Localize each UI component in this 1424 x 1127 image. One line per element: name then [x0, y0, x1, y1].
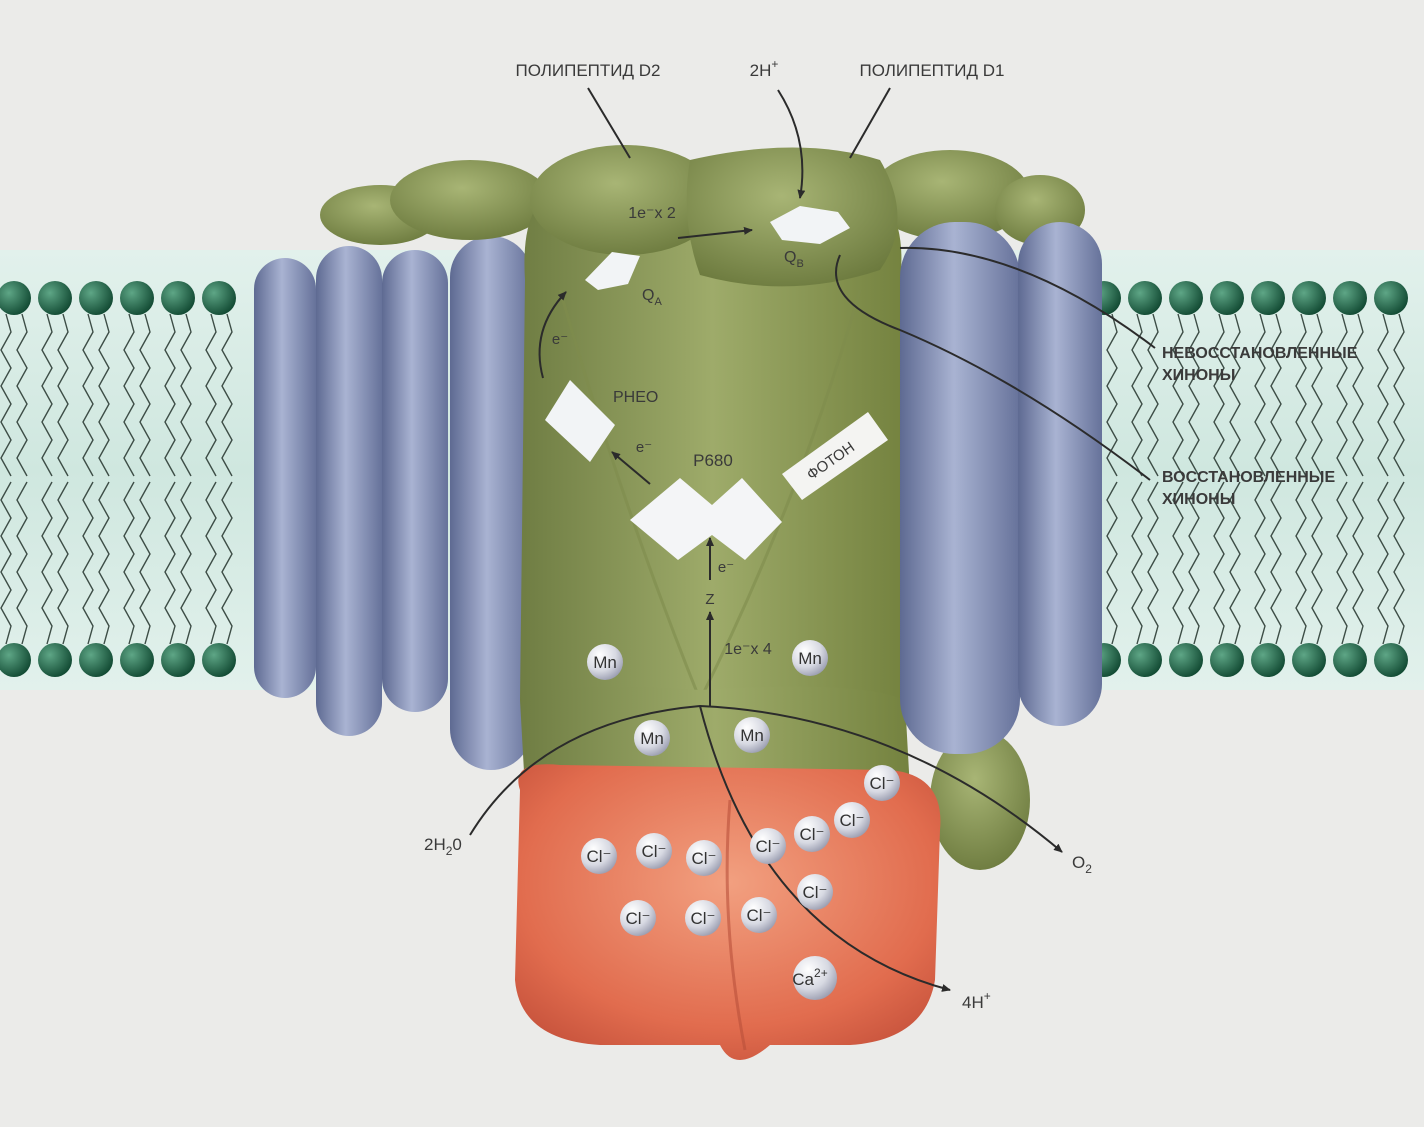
label-e-minus-mid: e⁻ [636, 439, 652, 456]
helix-right-2 [1018, 222, 1102, 726]
label-2h-plus: 2H+ [750, 57, 779, 80]
cl-ion: Cl⁻ [581, 838, 617, 874]
mn-ion: Mn [587, 644, 623, 680]
lipid-head [1128, 281, 1162, 315]
svg-text:Cl⁻: Cl⁻ [746, 906, 771, 925]
svg-text:Cl⁻: Cl⁻ [691, 849, 716, 868]
label-reduced-quinones-1: ВОССТАНОВЛЕННЫЕ [1162, 469, 1335, 486]
helix-right-1 [900, 222, 1020, 754]
cl-ion: Cl⁻ [636, 833, 672, 869]
lipid-head [202, 281, 236, 315]
lipid-head [79, 281, 113, 315]
helix-left-4 [450, 236, 532, 770]
label-polypeptide-d2: ПОЛИПЕПТИД D2 [516, 61, 661, 80]
svg-text:Mn: Mn [740, 726, 764, 745]
mn-ion: Mn [792, 640, 828, 676]
lipid-head [202, 643, 236, 677]
svg-text:Cl⁻: Cl⁻ [802, 883, 827, 902]
cl-ion: Cl⁻ [797, 874, 833, 910]
lipid-head [79, 643, 113, 677]
svg-text:Cl⁻: Cl⁻ [799, 825, 824, 844]
svg-text:Cl⁻: Cl⁻ [839, 811, 864, 830]
top-lobe-d2-outer [390, 160, 550, 240]
lipid-head [1333, 643, 1367, 677]
helix-left-2 [316, 246, 382, 736]
svg-text:Mn: Mn [798, 649, 822, 668]
lipid-head [1292, 281, 1326, 315]
cl-ion: Cl⁻ [685, 900, 721, 936]
cl-ion: Cl⁻ [864, 765, 900, 801]
svg-text:Cl⁻: Cl⁻ [690, 909, 715, 928]
cl-ion: Cl⁻ [834, 802, 870, 838]
svg-text:Cl⁻: Cl⁻ [755, 837, 780, 856]
label-reduced-quinones-2: ХИНОНЫ [1162, 491, 1235, 508]
lipid-head [1210, 643, 1244, 677]
label-e-minus-upper: e⁻ [552, 331, 568, 348]
lipid-head [1251, 281, 1285, 315]
lipid-head [1210, 281, 1244, 315]
lipid-head [1374, 281, 1408, 315]
lipid-head [38, 643, 72, 677]
label-unreduced-quinones-1: НЕВОССТАНОВЛЕННЫЕ [1162, 345, 1358, 362]
lipid-head [120, 643, 154, 677]
label-electron-x4: 1e⁻x 4 [724, 641, 772, 658]
transmembrane-helices-right [900, 222, 1102, 754]
mn-ion: Mn [634, 720, 670, 756]
lipid-head [1169, 643, 1203, 677]
d1-leader-line [850, 88, 890, 158]
label-oxygen: O2 [1072, 853, 1092, 876]
lipid-head [120, 281, 154, 315]
transmembrane-helices [254, 236, 532, 770]
svg-text:Cl⁻: Cl⁻ [641, 842, 666, 861]
label-4h-plus: 4H+ [962, 989, 991, 1012]
lipid-head [1251, 643, 1285, 677]
lipid-head [1292, 643, 1326, 677]
helix-left-3 [382, 250, 448, 712]
helix-left-1 [254, 258, 316, 698]
cl-ion: Cl⁻ [794, 816, 830, 852]
lipid-head [161, 643, 195, 677]
cl-ion: Cl⁻ [686, 840, 722, 876]
svg-text:Mn: Mn [593, 653, 617, 672]
label-polypeptide-d1: ПОЛИПЕПТИД D1 [860, 61, 1005, 80]
mn-ion: Mn [734, 717, 770, 753]
svg-text:Cl⁻: Cl⁻ [869, 774, 894, 793]
label-unreduced-quinones-2: ХИНОНЫ [1162, 367, 1235, 384]
lipid-head [1374, 643, 1408, 677]
lipid-head [1333, 281, 1367, 315]
label-z: Z [705, 591, 714, 608]
cl-ion: Cl⁻ [741, 897, 777, 933]
label-water: 2H20 [424, 835, 462, 858]
svg-text:Cl⁻: Cl⁻ [625, 909, 650, 928]
lipid-head [1169, 281, 1203, 315]
cl-ion: Cl⁻ [750, 828, 786, 864]
label-electron-x2: 1e⁻x 2 [628, 205, 676, 222]
lipid-head [1128, 643, 1162, 677]
label-pheo: PHEO [613, 389, 658, 406]
label-p680: P680 [693, 451, 733, 470]
svg-text:Mn: Mn [640, 729, 664, 748]
cl-ion: Cl⁻ [620, 900, 656, 936]
label-e-minus-lower: e⁻ [718, 559, 734, 576]
oxygen-evolving-complex [515, 764, 940, 1060]
lipid-head [161, 281, 195, 315]
lipid-head [38, 281, 72, 315]
svg-text:Cl⁻: Cl⁻ [586, 847, 611, 866]
